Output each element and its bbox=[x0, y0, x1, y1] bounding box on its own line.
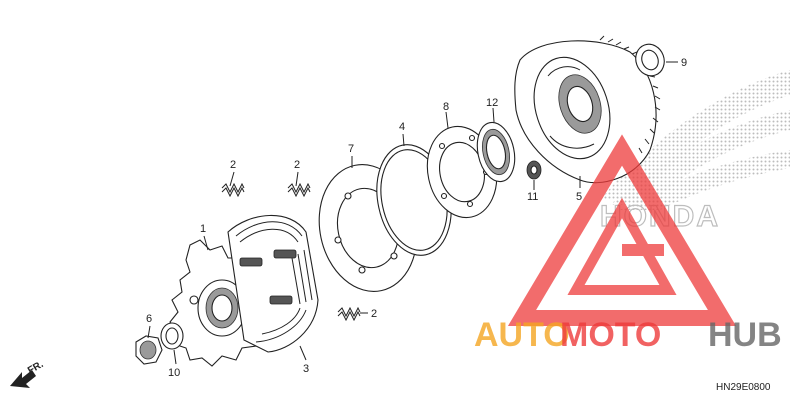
front-direction-indicator: FR. bbox=[10, 359, 46, 388]
part-5-clutch-outer bbox=[514, 35, 661, 184]
leader-lines bbox=[147, 61, 678, 365]
callout-2-upper-right: 2 bbox=[294, 159, 300, 171]
part-12-one-way-clutch bbox=[476, 121, 516, 183]
callout-2-upper-left: 2 bbox=[230, 159, 236, 171]
logo-triangle-icon bbox=[507, 134, 737, 326]
callout-6: 6 bbox=[146, 313, 152, 325]
callout-1: 1 bbox=[200, 223, 206, 235]
callout-3: 3 bbox=[303, 363, 309, 375]
honda-wing-watermark: HONDA bbox=[599, 70, 790, 234]
part-11-bearing bbox=[526, 160, 542, 180]
callout-8: 8 bbox=[443, 101, 449, 113]
arrow-left-icon bbox=[10, 370, 36, 388]
callout-7: 7 bbox=[348, 143, 354, 155]
callout-2-lower: 2 bbox=[371, 308, 377, 320]
diagram-code: HN29E0800 bbox=[716, 382, 771, 393]
callout-9: 9 bbox=[681, 57, 687, 69]
logo-text-auto: AUTO bbox=[474, 316, 570, 354]
logo-text-hub: HUB bbox=[708, 316, 782, 354]
direction-label: FR. bbox=[26, 359, 46, 377]
part-9-washer bbox=[635, 43, 665, 77]
callout-5: 5 bbox=[576, 191, 582, 203]
logo-text-moto: MOTO bbox=[560, 316, 661, 354]
part-3-clutch-shoes bbox=[227, 214, 319, 353]
part-2-spring-upper-right bbox=[287, 182, 311, 198]
callout-12: 12 bbox=[486, 97, 498, 109]
automotohub-logo: AUTO MOTO HUB bbox=[474, 134, 782, 354]
callout-4: 4 bbox=[399, 121, 405, 133]
part-2-spring-lower bbox=[337, 306, 361, 322]
callout-11: 11 bbox=[527, 191, 538, 203]
part-2-spring-upper-left bbox=[221, 182, 245, 198]
part-6-nut bbox=[135, 335, 163, 365]
part-10-washer bbox=[160, 322, 184, 350]
callout-10: 10 bbox=[168, 367, 180, 379]
